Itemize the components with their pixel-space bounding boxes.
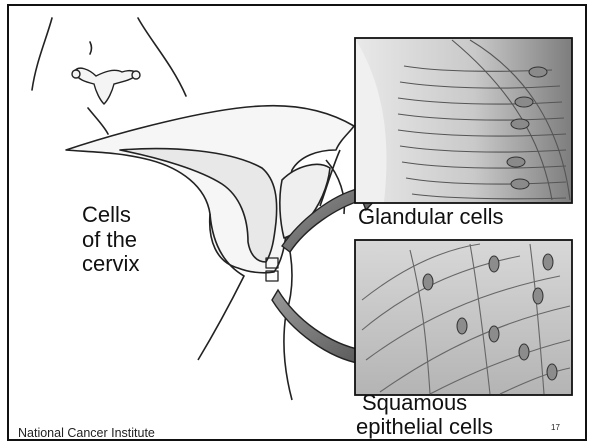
cells-of-cervix-label: Cells of the cervix — [82, 202, 139, 276]
glandular-cells-panel — [355, 38, 572, 203]
squamous-cells-panel — [355, 240, 572, 395]
squamous-label-line2: epithelial cells — [356, 414, 493, 439]
cells-label-line1: Cells — [82, 202, 131, 227]
page-number: 17 — [551, 423, 560, 432]
squamous-label-line1: Squamous — [362, 390, 467, 415]
glandular-cells-label: Glandular cells — [358, 204, 504, 229]
cells-label-line2: of the — [82, 227, 137, 252]
cells-label-line3: cervix — [82, 251, 139, 276]
source-credit: National Cancer Institute — [18, 426, 155, 440]
